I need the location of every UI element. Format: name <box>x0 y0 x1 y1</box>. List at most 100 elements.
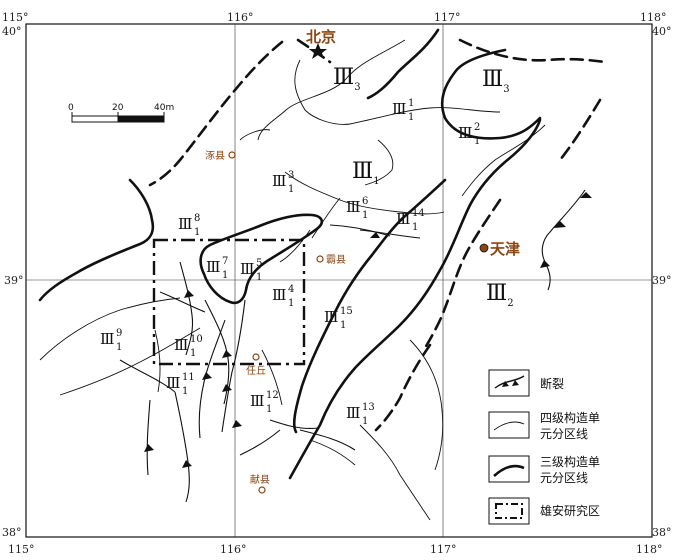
unit-label: Ⅲ1 <box>352 159 380 187</box>
city-renqiu: 任丘 <box>246 364 266 377</box>
unit-sub: 1 <box>362 210 368 221</box>
fault-line <box>541 189 586 291</box>
unit-boundary <box>239 129 271 141</box>
unit-sub: 1 <box>190 348 196 359</box>
unit-boundary <box>294 59 501 125</box>
unit-label: Ⅲ <box>272 172 286 190</box>
unit-label: Ⅲ <box>240 260 254 278</box>
legend-swatch-fourth-order <box>488 411 530 439</box>
fault-line <box>269 419 319 429</box>
top-label-2: 117° <box>434 11 461 24</box>
xiongan-study-area <box>152 238 306 366</box>
unit-sup: 3 <box>288 170 294 181</box>
unit-sub: 1 <box>116 342 122 353</box>
unit-sup: 6 <box>362 196 368 207</box>
bottom-label-3: 118° <box>636 543 663 556</box>
unit-label: Ⅲ <box>396 210 410 228</box>
legend-label-fault: 断裂 <box>540 376 564 391</box>
bottom-label-2: 117° <box>430 543 457 556</box>
unit-sub: 1 <box>340 320 346 331</box>
fault-line <box>299 429 356 451</box>
legend-label-third-order-1: 三级构造单 <box>540 454 600 469</box>
city-zhuoxian: 涿县 <box>205 150 225 162</box>
unit-sup: 4 <box>288 284 294 295</box>
legend-label-third-order-2: 元分区线 <box>540 471 588 485</box>
unit-boundary <box>279 229 311 263</box>
faults <box>119 189 586 503</box>
fault-barb <box>202 372 212 380</box>
legend-fault-line <box>494 375 525 389</box>
third-order-dashed-boundaries <box>148 38 607 432</box>
dashed-boundary <box>458 38 607 64</box>
third-order-boundary <box>292 178 447 434</box>
unit-boundary <box>59 327 201 396</box>
unit-sub: 1 <box>194 227 200 238</box>
unit-sub: 1 <box>288 298 294 309</box>
fourth-order-boundaries <box>39 39 546 521</box>
right-label-2: 38° <box>652 526 672 539</box>
unit-boundary <box>257 39 406 141</box>
scale-bar-black <box>117 115 165 123</box>
map-frame <box>25 23 653 538</box>
unit-label: Ⅲ <box>392 100 406 118</box>
beijing-star-icon <box>309 43 327 59</box>
third-order-boundary <box>468 118 542 207</box>
fault-line <box>174 391 190 503</box>
fault-barb <box>222 350 232 358</box>
fault-barb <box>370 232 380 238</box>
city-beijing: 北京 <box>306 28 336 46</box>
unit-sup: 15 <box>340 306 353 317</box>
legend: 断裂 四级构造单 元分区线 三级构造单 元分区线 雄安研究区 <box>488 369 600 525</box>
unit-sup: 5 <box>256 258 262 269</box>
unit-boundary <box>261 349 283 406</box>
right-label-0: 40° <box>652 25 672 38</box>
bottom-label-1: 116° <box>220 543 247 556</box>
left-label-2: 38° <box>2 526 22 539</box>
unit-label: Ⅲ <box>178 215 192 233</box>
legend-fault-barb <box>502 381 509 387</box>
baxian-circle-icon <box>316 255 324 263</box>
legend-label-fourth-order-2: 元分区线 <box>540 427 588 441</box>
legend-study-area-rect <box>495 503 523 519</box>
unit-label: Ⅲ <box>346 198 360 216</box>
top-label-0: 115° <box>2 11 29 24</box>
unit-boundary <box>309 439 356 466</box>
fault-line <box>119 359 176 393</box>
fault-barb <box>232 420 242 428</box>
unit-sub: 1 <box>412 222 418 233</box>
unit-boundary <box>311 197 341 239</box>
third-order-boundary <box>199 213 324 305</box>
scale-label-20: 20 <box>112 103 124 113</box>
scale-label-0: 0 <box>68 103 74 113</box>
fault-barbs <box>144 192 592 468</box>
unit-label: Ⅲ3 <box>482 67 510 95</box>
fault-barb <box>222 384 232 392</box>
city-baxian: 霸县 <box>326 254 346 266</box>
fault-barb <box>144 444 154 452</box>
unit-label: Ⅲ <box>100 330 114 348</box>
unit-sup: 8 <box>194 213 200 224</box>
city-xianxian: 献县 <box>250 473 270 486</box>
unit-label: Ⅲ <box>272 286 286 304</box>
fault-barb <box>554 221 566 228</box>
study-area-rect <box>152 238 306 366</box>
unit-sup: 1 <box>408 98 414 109</box>
zhuoxian-circle-icon <box>228 151 236 159</box>
third-order-boundary <box>38 178 155 302</box>
legend-swatch-study-area <box>488 497 530 525</box>
scale-bar-white <box>71 115 119 123</box>
unit-sub: 1 <box>222 270 228 281</box>
scale-bar: 0 20 40m <box>68 103 174 123</box>
tianjin-dot-icon <box>479 243 489 253</box>
unit-sup: 10 <box>190 334 203 345</box>
legend-label-study-area: 雄安研究区 <box>540 503 600 518</box>
fault-line <box>239 429 281 456</box>
legend-swatch-fault <box>488 369 530 397</box>
legend-fourth-order-line <box>493 421 525 431</box>
fault-barb <box>580 192 592 198</box>
unit-boundary <box>284 171 445 215</box>
legend-swatch-third-order <box>488 455 530 483</box>
fault-line <box>146 399 151 476</box>
unit-sub: 1 <box>474 136 480 147</box>
unit-sub: 1 <box>266 404 272 415</box>
